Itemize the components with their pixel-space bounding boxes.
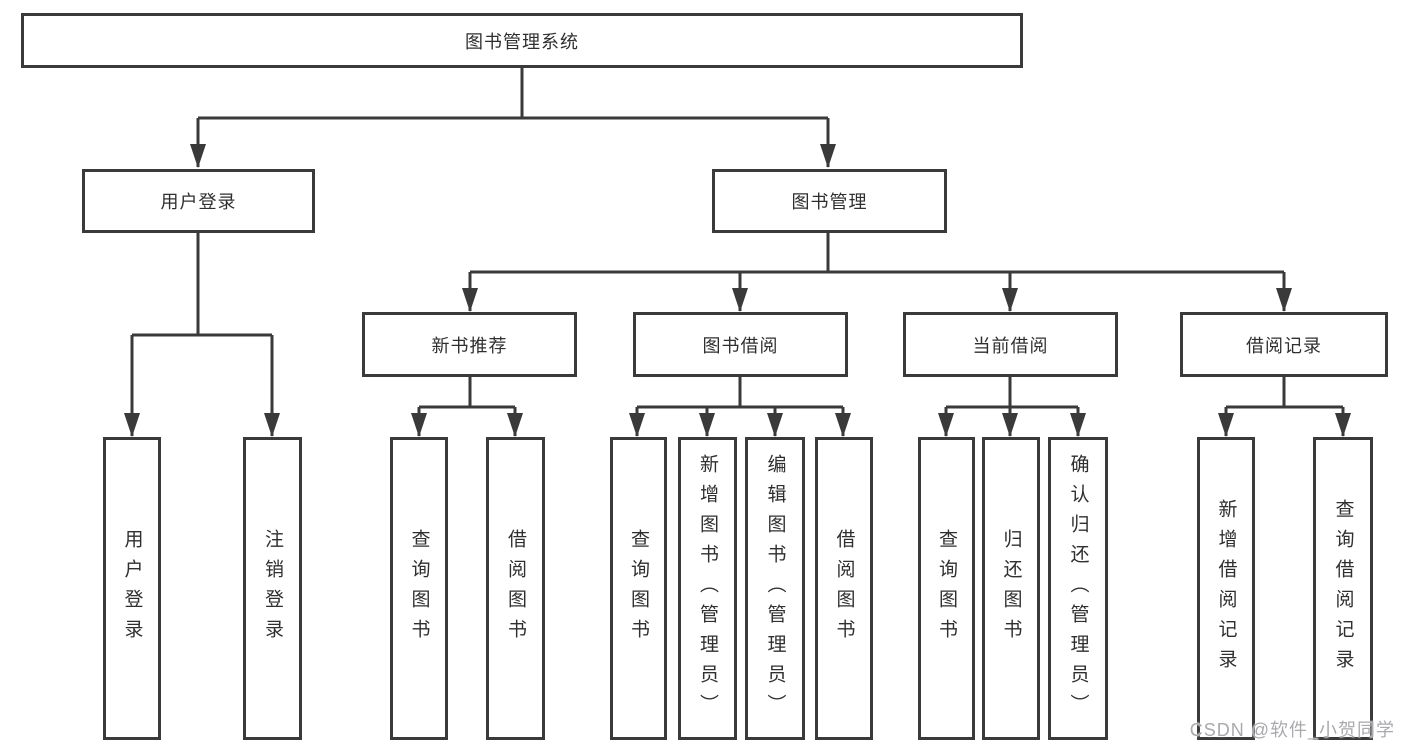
- node-cb-query-books: 查询图书: [918, 437, 975, 740]
- node-br-add-record: 新增借阅记录: [1197, 437, 1255, 740]
- node-label: 归还图书: [1000, 528, 1022, 649]
- node-label: 查询图书: [408, 528, 430, 649]
- node-bb-add-books-admin: 新增图书（管理员）: [678, 437, 737, 740]
- node-label: 借阅图书: [505, 528, 526, 649]
- node-label: 用户登录: [160, 192, 237, 212]
- connector-trunks: [132, 68, 1343, 409]
- node-current-borrowing: 当前借阅: [903, 312, 1118, 377]
- node-cb-confirm-return-admin: 确认归还（管理员）: [1048, 437, 1108, 740]
- node-label: 查询图书: [628, 528, 649, 649]
- node-label: 图书管理系统: [465, 31, 579, 52]
- node-bb-borrow-books: 借阅图书: [815, 437, 873, 740]
- node-label: 注销登录: [262, 528, 283, 649]
- node-library-management-system: 图书管理系统: [21, 13, 1023, 68]
- node-label: 图书借阅: [702, 335, 779, 356]
- node-label: 新增图书（管理员）: [697, 453, 718, 724]
- node-label: 图书管理: [791, 192, 868, 212]
- node-user-login-module: 用户登录: [82, 169, 315, 233]
- node-label: 新书推荐: [431, 335, 508, 356]
- node-user-login-action: 用户登录: [103, 437, 161, 740]
- node-bb-edit-books-admin: 编辑图书（管理员）: [745, 437, 805, 740]
- node-label: 查询借阅记录: [1332, 498, 1354, 679]
- csdn-watermark: CSDN @软件_小贺同学: [1189, 720, 1395, 740]
- node-nb-query-books: 查询图书: [390, 437, 448, 740]
- node-book-management-module: 图书管理: [712, 169, 947, 233]
- node-label: 当前借阅: [972, 335, 1049, 356]
- node-br-query-record: 查询借阅记录: [1313, 437, 1373, 740]
- node-logout-action: 注销登录: [243, 437, 302, 740]
- node-label: 借阅图书: [833, 528, 855, 649]
- node-label: 借阅记录: [1246, 335, 1322, 356]
- node-label: 确认归还（管理员）: [1067, 453, 1089, 724]
- node-nb-borrow-books: 借阅图书: [486, 437, 545, 740]
- node-new-book-recommend: 新书推荐: [362, 312, 577, 377]
- node-label: 编辑图书（管理员）: [764, 453, 786, 724]
- node-borrowing-records: 借阅记录: [1180, 312, 1388, 377]
- node-label: 查询图书: [936, 528, 957, 649]
- node-bb-query-books: 查询图书: [610, 437, 667, 740]
- node-book-borrowing: 图书借阅: [633, 312, 848, 377]
- node-label: 用户登录: [121, 528, 143, 649]
- node-cb-return-books: 归还图书: [982, 437, 1040, 740]
- node-label: 新增借阅记录: [1215, 498, 1237, 679]
